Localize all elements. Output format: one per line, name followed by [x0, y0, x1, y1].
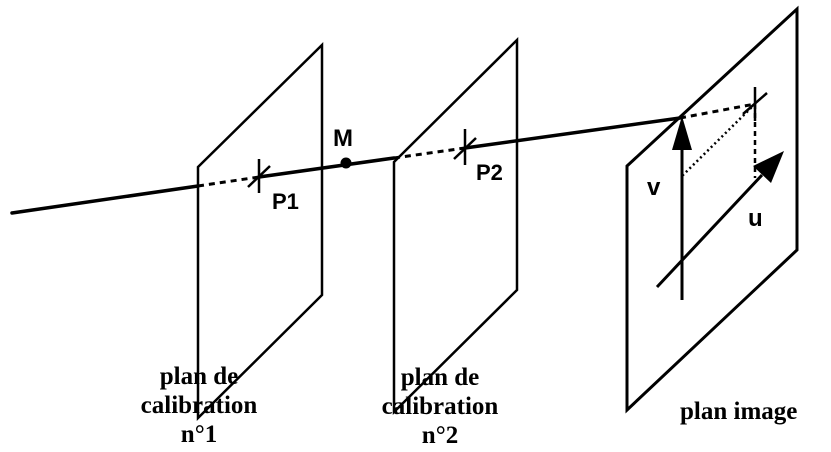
image-plane-outline: [625, 5, 799, 414]
caption-plane-2: plan de calibration n°2: [382, 364, 499, 449]
ray-segment-before-plane-1: [10, 184, 200, 215]
caption-plane-2-line-2: calibration: [382, 393, 499, 420]
caption-plane-1-line-2: calibration: [141, 392, 258, 419]
point-p1-marker: [247, 159, 271, 193]
ray-segment-between-planes: [257, 156, 396, 179]
v-axis-label: v: [647, 174, 661, 201]
caption-plane-1-line-1: plan de: [160, 363, 239, 390]
caption-image-plane: plan image: [680, 398, 797, 425]
ray-segment-to-image-plane: [463, 116, 682, 150]
point-m-label: M: [333, 125, 353, 152]
plane-2-outline: [392, 36, 519, 416]
point-m-dot: [340, 157, 352, 169]
ray-hidden-behind-image-plane: [679, 102, 756, 120]
caption-plane-1: plan de calibration n°1: [141, 363, 258, 448]
image-plane: [625, 5, 799, 414]
projection-ray-hidden: [197, 102, 756, 188]
plane-1-outline: [196, 42, 324, 422]
point-p1-label: P1: [272, 189, 299, 214]
image-plane-axes: [655, 87, 784, 300]
v-axis-arrowhead: [672, 116, 692, 150]
point-p2-label: P2: [476, 160, 503, 185]
ray-hidden-behind-plane-2: [393, 146, 466, 160]
projection-dotted-line: [681, 103, 756, 177]
caption-plane-2-line-1: plan de: [401, 364, 480, 391]
caption-plane-2-line-3: n°2: [422, 422, 458, 449]
point-p2-marker: [453, 129, 477, 165]
u-axis-arrowhead: [753, 151, 784, 183]
projection-ray: [10, 116, 682, 215]
caption-plane-1-line-3: n°1: [181, 421, 217, 448]
u-axis-line: [655, 173, 764, 289]
u-axis-label: u: [748, 205, 763, 232]
calibration-plane-1: [196, 42, 324, 422]
calibration-plane-2: [392, 36, 519, 416]
